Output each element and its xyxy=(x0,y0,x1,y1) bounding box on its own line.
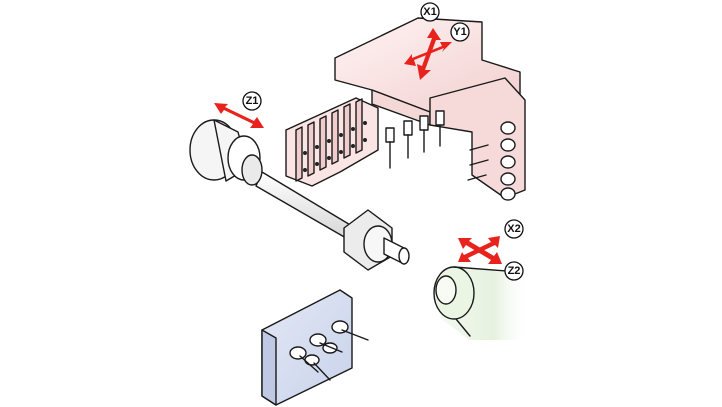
turret-drill-tools xyxy=(385,110,445,169)
gang-tool-turret xyxy=(285,17,526,201)
back-tool-block xyxy=(261,289,369,406)
axis-label-y1: Y1 xyxy=(450,22,470,42)
axis-label-x2-text: X2 xyxy=(507,223,520,235)
x1-y1-axis-arrows xyxy=(404,28,452,80)
axis-label-z1: Z1 xyxy=(242,91,262,111)
y1-arrow xyxy=(404,42,452,66)
axis-label-x1: X1 xyxy=(420,2,440,22)
main-spindle-assembly xyxy=(189,119,410,271)
z2-arrow xyxy=(458,236,500,262)
sub-spindle xyxy=(433,266,530,340)
axis-label-x2: X2 xyxy=(504,219,524,239)
x2-z2-axis-arrows xyxy=(458,236,502,264)
axis-label-z2-text: Z2 xyxy=(508,265,521,277)
axis-label-z1-text: Z1 xyxy=(246,95,259,107)
turret-side-tools xyxy=(467,144,489,181)
axis-label-z2: Z2 xyxy=(504,261,524,281)
axis-label-y1-text: Y1 xyxy=(453,26,466,38)
axis-label-x1-text: X1 xyxy=(423,6,436,18)
z1-arrow xyxy=(214,103,264,128)
comb-ribs xyxy=(295,98,363,182)
turret-side-sockets xyxy=(500,121,516,201)
comb-holes xyxy=(303,121,367,172)
tool-block-drills xyxy=(299,329,369,381)
